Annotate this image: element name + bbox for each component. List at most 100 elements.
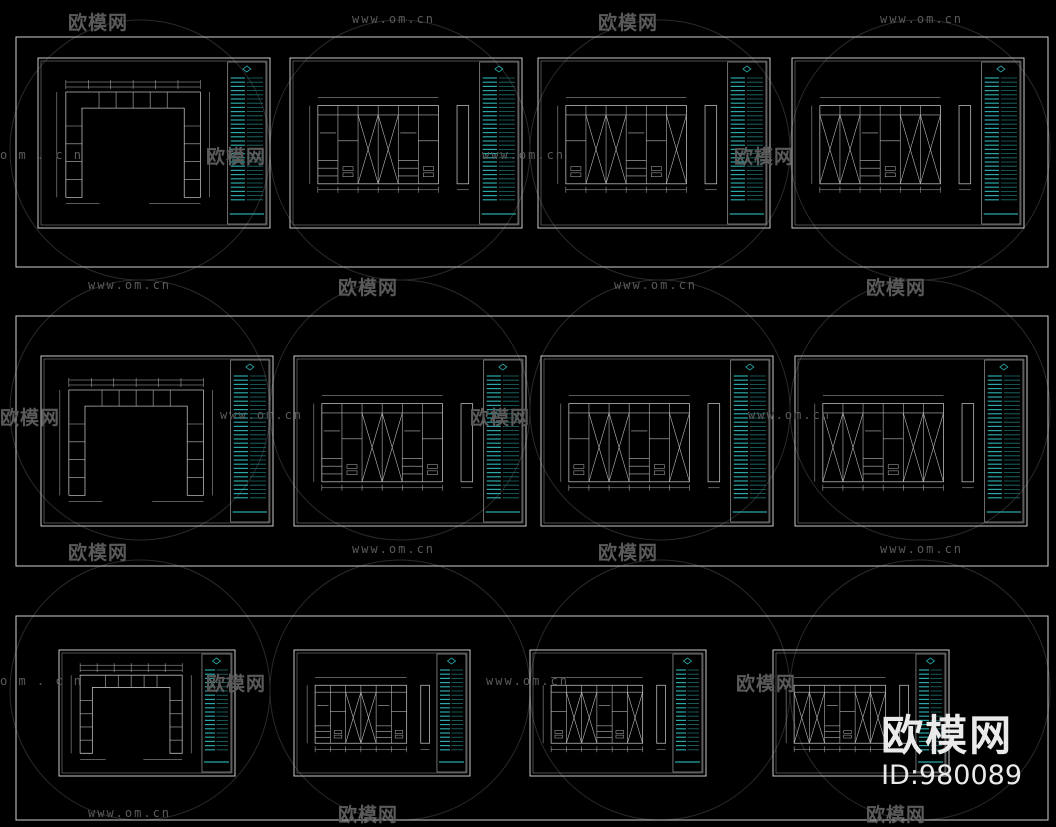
- title-block: [727, 61, 767, 225]
- drawing-sheet-border: [791, 57, 1025, 229]
- title-block-logo: [494, 65, 504, 73]
- cabinet-drawer-handle: [651, 166, 662, 171]
- brand-name: 欧模网: [881, 711, 1014, 760]
- sheet-row-frame: [15, 36, 1049, 268]
- cabinet-door-cross: [360, 692, 377, 744]
- watermark-url: www.om.cn: [352, 12, 436, 26]
- title-block-logo: [498, 363, 508, 371]
- cabinet-drawer-handle: [843, 734, 852, 739]
- watermark-url: www.om.cn: [486, 674, 570, 688]
- cabinet-door-cross: [902, 412, 924, 482]
- drawing-sheet-border: [58, 649, 236, 777]
- watermark-logo-text: 欧模网: [736, 673, 797, 695]
- cabinet-drawer-handle: [570, 166, 582, 171]
- watermark-circle: [789, 279, 1051, 541]
- drawing-sheet-border: [794, 355, 1028, 527]
- cabinet-side-section: [420, 684, 430, 744]
- drawing-sheet-inner-border: [775, 652, 947, 774]
- cabinet-door-cross: [870, 692, 886, 744]
- cabinet-side-section: [704, 105, 718, 185]
- cabinet-drawer-handle: [342, 166, 354, 171]
- watermark-logo-text: 欧模网: [598, 542, 659, 564]
- cabinet-drawer-handle: [884, 172, 896, 178]
- cabinet-side-section: [899, 684, 909, 744]
- cabinet-door-cross: [361, 412, 383, 482]
- watermark-url: www.om.cn: [88, 806, 172, 820]
- watermark-logo-text: 欧模网: [338, 804, 399, 826]
- watermark-url: www.om.cn: [880, 542, 964, 556]
- drawing-sheet-border: [293, 355, 527, 527]
- cabinet-drawer-handle: [394, 730, 404, 734]
- watermark-logo-text: 欧模网: [0, 407, 61, 429]
- drawing-sheet-border: [537, 57, 771, 229]
- title-block-logo: [242, 65, 252, 73]
- cabinet-door-cross: [627, 692, 643, 744]
- cabinet-door-cross: [581, 692, 598, 744]
- drawing-sheet-inner-border: [540, 60, 768, 226]
- cabinet-door-cross: [357, 114, 379, 184]
- watermark-url: www.om.cn: [614, 278, 698, 292]
- drawing-sheet-inner-border: [40, 60, 268, 226]
- cabinet-door-cross: [923, 412, 944, 482]
- cabinet-drawer-handle: [573, 470, 585, 476]
- cabinet-drawer-handle: [427, 464, 438, 469]
- watermark-url: www.om.cn: [748, 408, 832, 422]
- watermark-logo-text: 欧模网: [734, 146, 795, 168]
- cabinet-door-cross: [899, 114, 921, 184]
- drawing-sheet-border: [540, 355, 774, 527]
- cabinet-drawer-handle: [843, 730, 852, 734]
- watermark-logo-text: 欧模网: [598, 12, 659, 34]
- title-block: [915, 653, 946, 773]
- drawing-sheet-border: [772, 649, 950, 777]
- cabinet-drawer-handle: [654, 470, 665, 476]
- cabinet-drawer-handle: [615, 734, 624, 739]
- cabinet-side-section: [456, 105, 470, 185]
- cabinet-drawer-handle: [887, 470, 899, 476]
- cabinet-drawer-handle: [423, 166, 434, 171]
- sheet-row-frame: [15, 615, 1049, 821]
- watermark-logo-text: 欧模网: [338, 277, 399, 299]
- watermark-url: www.om.cn: [880, 12, 964, 26]
- cabinet-door-cross: [669, 412, 690, 482]
- title-block: [483, 359, 523, 523]
- cabinet-door-cross: [666, 114, 687, 184]
- watermark-logo-text: 欧模网: [206, 673, 267, 695]
- cabinet-door-cross: [854, 692, 871, 744]
- watermark-logo-text: 欧模网: [866, 277, 927, 299]
- cabinet-drawer-handle: [887, 464, 899, 469]
- title-block: [981, 61, 1021, 225]
- drawing-sheet-inner-border: [296, 652, 468, 774]
- cabinet-side-section: [961, 403, 975, 483]
- title-block-logo: [996, 65, 1006, 73]
- cabinet-side-section: [460, 403, 474, 483]
- cabinet-door-cross: [920, 114, 941, 184]
- cabinet-drawer-handle: [394, 734, 404, 739]
- drawing-sheet-inner-border: [296, 358, 524, 524]
- cabinet-door-cross: [605, 114, 627, 184]
- watermark-logo-text: 欧模网: [206, 146, 267, 168]
- cabinet-door-cross: [566, 692, 582, 744]
- drawing-sheet-inner-border: [43, 358, 271, 524]
- cabinet-door-cross: [608, 412, 630, 482]
- cabinet-door-cross: [842, 412, 864, 482]
- watermark-circle: [789, 19, 1051, 281]
- cabinet-drawer-handle: [333, 730, 343, 734]
- cabinet-drawer-handle: [554, 730, 563, 734]
- cabinet-door-cross: [793, 692, 810, 744]
- title-block-logo: [446, 657, 457, 665]
- cabinet-door-cross: [822, 412, 844, 482]
- title-block: [984, 359, 1024, 523]
- cabinet-drawer-handle: [570, 172, 582, 178]
- cabinet-drawer-handle: [333, 734, 343, 739]
- title-block-logo: [682, 657, 693, 665]
- cabinet-door-cross: [588, 412, 610, 482]
- brand-badge: 欧模网 ID:980089: [881, 712, 1022, 792]
- cabinet-drawer-handle: [615, 730, 624, 734]
- cabinet-plan-outline: [65, 91, 201, 198]
- watermark-url: o m . c n: [0, 674, 84, 688]
- title-block-logo: [999, 363, 1009, 371]
- watermark-logo-text: 欧模网: [866, 804, 927, 826]
- title-block-logo: [211, 657, 222, 665]
- title-block-logo: [745, 363, 755, 371]
